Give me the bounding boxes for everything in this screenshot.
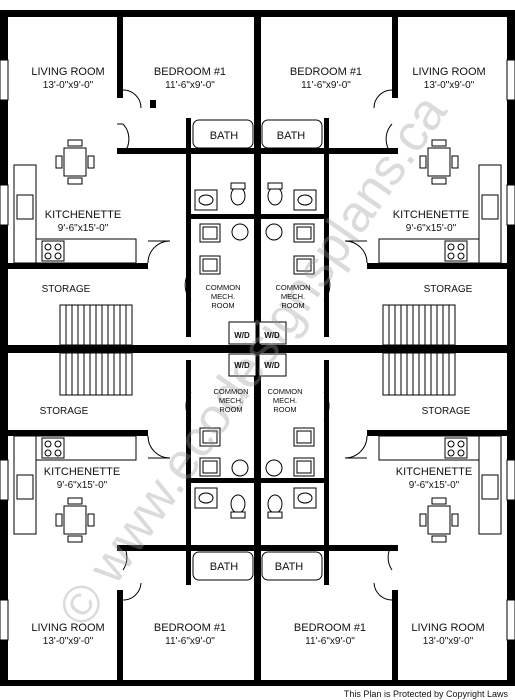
mech-room-label: ROOM: [273, 405, 296, 414]
living-room-size: 13'-0"x9'-0": [424, 80, 475, 91]
kitchenette-label: KITCHENETTE: [45, 209, 121, 221]
living-room-label: LIVING ROOM: [411, 622, 484, 634]
washer-dryer-label: W/D: [264, 331, 280, 340]
mech-room-label: MECH.: [211, 292, 235, 301]
bedroom-size: 11'-6"x9'-0": [301, 80, 351, 91]
walls: [0, 10, 515, 686]
kitchenette-label: KITCHENETTE: [44, 466, 120, 478]
mech-room-label: ROOM: [219, 405, 242, 414]
unit-bottom-left: STORAGE KITCHENETTE 9'-6"x15'-0" BATH LI…: [31, 406, 238, 647]
kitchenette-label: KITCHENETTE: [396, 466, 472, 478]
mech-room-label: MECH.: [219, 396, 243, 405]
common-mech-rooms: COMMON MECH. ROOM COMMON MECH. ROOM COMM…: [206, 283, 311, 414]
mech-room-label: COMMON: [206, 283, 241, 292]
stairs: [59, 304, 456, 396]
bedroom-label: BEDROOM #1: [154, 66, 226, 78]
unit-top-right: LIVING ROOM 13'-0"x9'-0" BEDROOM #1 11'-…: [277, 66, 486, 295]
mech-room-label: COMMON: [214, 387, 249, 396]
unit-top-left: LIVING ROOM 13'-0"x9'-0" BEDROOM #1 11'-…: [31, 66, 238, 295]
door-swings: [117, 89, 393, 601]
bedroom-label: BEDROOM #1: [294, 622, 366, 634]
living-room-size: 13'-0"x9'-0": [43, 80, 94, 91]
living-room-size: 13'-0"x9'-0": [423, 636, 474, 647]
storage-label: STORAGE: [424, 284, 473, 295]
mech-room-label: ROOM: [211, 301, 234, 310]
kitchenette-size: 9'-6"x15'-0": [57, 480, 108, 491]
bedroom-label: BEDROOM #1: [290, 66, 362, 78]
mech-room-label: COMMON: [276, 283, 311, 292]
bedroom-size: 11'-6"x9'-0": [165, 636, 215, 647]
storage-label: STORAGE: [422, 406, 471, 417]
bath-label: BATH: [210, 130, 239, 142]
mech-room-label: COMMON: [268, 387, 303, 396]
living-room-label: LIVING ROOM: [31, 66, 104, 78]
bedroom-size: 11'-6"x9'-0": [305, 636, 355, 647]
washer-dryer-label: W/D: [234, 331, 250, 340]
storage-label: STORAGE: [40, 406, 89, 417]
kitchenette-size: 9'-6"x15'-0": [406, 223, 457, 234]
kitchenette-label: KITCHENETTE: [393, 209, 469, 221]
watermark: © www.ecodesignsplans.ca: [47, 84, 458, 636]
living-room-label: LIVING ROOM: [31, 622, 104, 634]
unit-bottom-right: STORAGE KITCHENETTE 9'-6"x15'-0" BATH BE…: [275, 406, 485, 647]
storage-label: STORAGE: [42, 284, 91, 295]
fixtures: [0, 59, 515, 641]
bath-label: BATH: [210, 561, 239, 573]
living-room-label: LIVING ROOM: [412, 66, 485, 78]
copyright-notice: This Plan is Protected by Copyright Laws: [344, 689, 509, 699]
bedroom-label: BEDROOM #1: [154, 622, 226, 634]
mech-room-label: ROOM: [281, 301, 304, 310]
bath-label: BATH: [277, 130, 306, 142]
bath-label: BATH: [275, 561, 304, 573]
washer-dryer-label: W/D: [234, 361, 250, 370]
living-room-size: 13'-0"x9'-0": [43, 636, 94, 647]
bedroom-size: 11'-6"x9'-0": [165, 80, 215, 91]
mech-room-label: MECH.: [281, 292, 305, 301]
mech-room-label: MECH.: [273, 396, 297, 405]
kitchenette-size: 9'-6"x15'-0": [409, 480, 460, 491]
washer-dryer-label: W/D: [264, 361, 280, 370]
kitchenette-size: 9'-6"x15'-0": [58, 223, 109, 234]
